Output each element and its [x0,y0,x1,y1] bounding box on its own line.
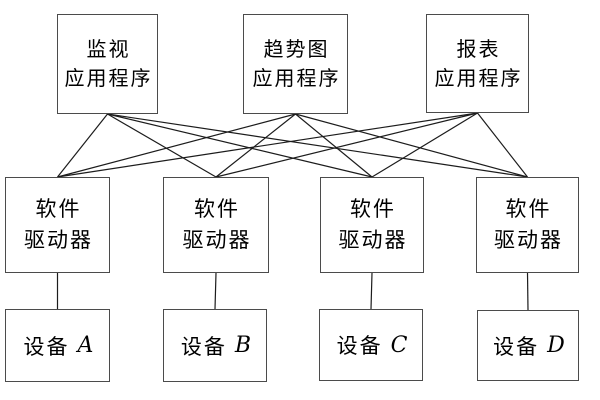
node-label-line1: 软件 [194,197,240,221]
edge-driver-4-to-device-d [526,272,529,311]
node-report-application: 报表 应用程序 [426,14,529,113]
device-label-prefix: 设备 [180,334,227,359]
node-label-line1: 报表 [456,36,501,61]
edge-app-monitor-to-driver-2 [107,113,217,178]
edge-app-monitor-to-driver-3 [107,113,373,178]
node-label-line2: 应用程序 [252,66,341,90]
edge-app-report-to-driver-4 [477,112,528,178]
edge-driver-3-to-device-c [370,272,373,310]
node-label-line1: 软件 [505,197,552,221]
node-device-d: 设备 D [477,310,579,381]
edge-app-monitor-to-driver-4 [107,113,528,178]
node-device-b: 设备 B [163,309,267,382]
device-label-prefix: 设备 [23,334,70,359]
edge-app-trend-to-driver-4 [295,113,528,178]
node-monitor-application: 监视 应用程序 [57,14,158,114]
device-label-letter: A [77,333,94,358]
node-software-driver-1: 软件 驱动器 [5,177,110,273]
node-device-a: 设备 A [5,309,110,382]
device-label-letter: C [390,332,408,358]
node-label-line2: 驱动器 [24,228,93,252]
edge-app-monitor-to-driver-1 [57,113,108,178]
node-trend-chart-application: 趋势图 应用程序 [243,14,348,114]
node-software-driver-2: 软件 驱动器 [163,177,269,273]
device-label-letter: B [234,333,252,358]
node-label-line2: 驱动器 [338,228,408,252]
node-label-line2: 驱动器 [494,228,563,252]
device-label-prefix: 设备 [336,334,383,358]
device-label-letter: D [547,333,565,358]
edge-app-trend-to-driver-2 [215,113,296,178]
node-label-line1: 趋势图 [263,37,330,61]
edge-app-report-to-driver-3 [371,112,478,178]
node-label-line2: 应用程序 [434,65,523,90]
edge-app-trend-to-driver-1 [57,113,296,178]
node-label-line1: 软件 [350,197,396,221]
edge-app-report-to-driver-2 [215,112,478,178]
edge-app-trend-to-driver-3 [295,113,373,178]
node-software-driver-3: 软件 驱动器 [320,177,424,273]
node-software-driver-4: 软件 驱动器 [476,177,579,273]
node-label-line2: 应用程序 [64,66,153,90]
node-label-line1: 软件 [35,197,82,221]
edge-driver-2-to-device-b [214,272,217,310]
node-label-line2: 驱动器 [182,228,252,252]
node-label-line1: 监视 [86,37,131,61]
edge-app-report-to-driver-1 [57,112,478,178]
node-device-c: 设备 C [319,309,423,381]
device-label-prefix: 设备 [493,334,540,359]
